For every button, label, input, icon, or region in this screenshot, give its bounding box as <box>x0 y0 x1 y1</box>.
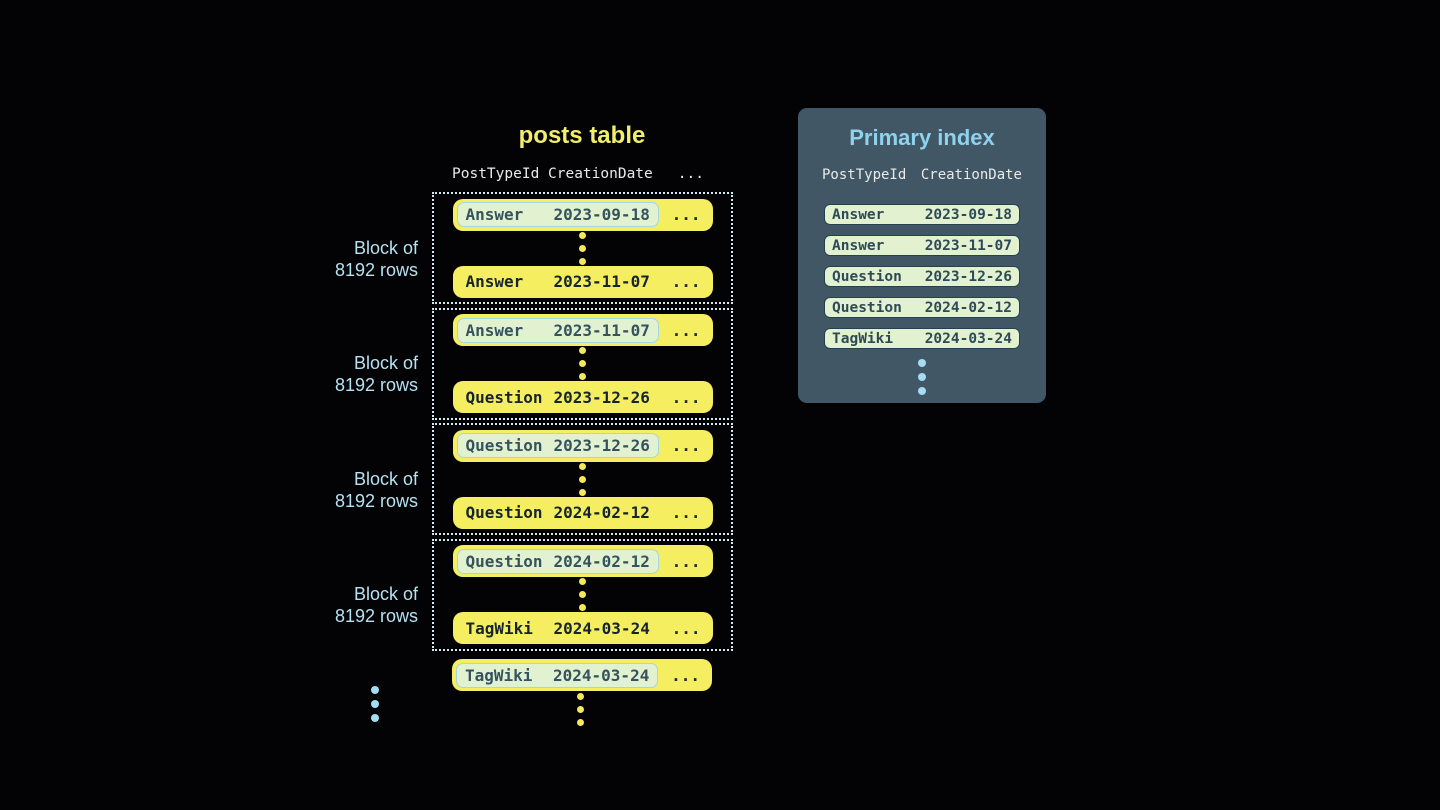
entry-posttypeid: Answer <box>832 237 885 254</box>
row-posttypeid: Answer <box>465 205 524 224</box>
block-label-line1: Block of <box>353 353 418 373</box>
posts-table-blocks: Answer 2023-09-18 ... Answer 2023-11-07 … <box>432 192 733 654</box>
block-label: Block of 8192 rows <box>300 238 418 281</box>
row-creationdate: 2024-02-12 <box>553 551 650 571</box>
row-creationdate: 2024-02-12 <box>553 503 650 522</box>
block-label-line2: 8192 rows <box>334 374 418 395</box>
row-creationdate: 2024-03-24 <box>553 665 650 685</box>
block-label-line2: 8192 rows <box>334 259 418 280</box>
row-values: Question 2024-02-12 <box>457 500 659 525</box>
block-3: Question 2023-12-26 ... Question 2024-02… <box>432 423 733 535</box>
primary-index-column-headers: PostTypeId CreationDate <box>822 167 1022 183</box>
row-values: Question 2023-12-26 <box>457 385 659 410</box>
row-posttypeid: Question <box>465 503 543 522</box>
vertical-ellipsis-icon <box>579 462 586 496</box>
row-posttypeid: Answer <box>465 320 524 340</box>
primary-index-title: Primary index <box>849 125 995 150</box>
posts-table-title: posts table <box>518 122 646 149</box>
vertical-ellipsis-icon <box>579 231 586 265</box>
indexed-values-highlight: Answer 2023-11-07 <box>456 317 659 343</box>
column-header-posttypeid: PostTypeId <box>452 166 540 182</box>
row-ellipsis: ... <box>671 551 701 571</box>
primary-index-panel: Primary index PostTypeId CreationDate An… <box>798 108 1046 403</box>
entry-creationdate: 2024-02-12 <box>924 299 1012 316</box>
column-header-creationdate: CreationDate <box>920 167 1022 183</box>
row-creationdate: 2024-03-24 <box>553 618 650 638</box>
row-posttypeid: Question <box>465 436 543 455</box>
column-header-ellipsis: ... <box>677 166 704 182</box>
row-values: Answer 2023-11-07 <box>457 269 659 294</box>
row-ellipsis: ... <box>671 387 701 407</box>
primary-index-entries: Answer 2023-09-18 Answer 2023-11-07 Ques… <box>798 204 1046 349</box>
row-creationdate: 2023-12-26 <box>553 387 650 407</box>
block-label-line2: 8192 rows <box>334 605 418 626</box>
vertical-ellipsis-icon <box>579 347 586 380</box>
indexed-values-highlight: Question 2024-02-12 <box>456 548 659 574</box>
indexed-values-highlight: Question 2023-12-26 <box>456 433 659 458</box>
row-creationdate: 2023-11-07 <box>553 272 650 291</box>
posts-table-column-headers: PostTypeId CreationDate ... <box>452 166 712 182</box>
table-row: Answer 2023-09-18 ... <box>452 198 713 231</box>
vertical-ellipsis-icon <box>577 693 584 726</box>
vertical-ellipsis-icon <box>579 578 586 611</box>
row-ellipsis: ... <box>671 436 701 455</box>
block-label: Block of 8192 rows <box>300 353 418 396</box>
block-1: Answer 2023-09-18 ... Answer 2023-11-07 … <box>432 192 733 304</box>
block-label-line1: Block of <box>353 469 418 489</box>
row-creationdate: 2023-12-26 <box>553 436 650 455</box>
entry-creationdate: 2023-09-18 <box>924 206 1012 223</box>
row-creationdate: 2023-11-07 <box>553 320 650 340</box>
table-row: Question 2024-02-12 ... <box>452 545 713 577</box>
row-ellipsis: ... <box>671 320 701 340</box>
column-header-posttypeid: PostTypeId <box>822 167 907 183</box>
table-row: TagWiki 2024-03-24 ... <box>452 659 712 691</box>
block-label-line1: Block of <box>353 238 418 258</box>
row-ellipsis: ... <box>671 205 701 224</box>
entry-creationdate: 2024-03-24 <box>924 330 1012 347</box>
row-posttypeid: TagWiki <box>465 665 533 685</box>
block-label-line2: 8192 rows <box>334 490 418 511</box>
row-values: TagWiki 2024-03-24 <box>457 616 659 641</box>
row-posttypeid: Answer <box>465 272 524 291</box>
block-4: Question 2024-02-12 ... TagWiki 2024-03-… <box>432 538 733 651</box>
index-entry: Question 2024-02-12 <box>824 297 1020 318</box>
row-posttypeid: Question <box>465 551 543 571</box>
table-row: Question 2023-12-26 ... <box>452 381 713 413</box>
row-posttypeid: TagWiki <box>465 618 533 638</box>
row-ellipsis: ... <box>671 618 701 638</box>
index-entry: Answer 2023-09-18 <box>824 204 1020 225</box>
entry-posttypeid: TagWiki <box>832 330 894 347</box>
table-row: Answer 2023-11-07 ... <box>452 314 713 346</box>
table-row: Question 2024-02-12 ... <box>452 496 713 529</box>
index-entry: TagWiki 2024-03-24 <box>824 328 1020 349</box>
block-label: Block of 8192 rows <box>300 469 418 512</box>
row-posttypeid: Question <box>465 387 543 407</box>
indexed-values-highlight: TagWiki 2024-03-24 <box>456 662 659 688</box>
table-row: TagWiki 2024-03-24 ... <box>452 612 713 644</box>
vertical-ellipsis-icon <box>798 359 1046 395</box>
row-ellipsis: ... <box>671 665 700 685</box>
indexed-values-highlight: Answer 2023-09-18 <box>456 202 659 227</box>
entry-posttypeid: Answer <box>832 206 885 223</box>
block-2: Answer 2023-11-07 ... Question 2023-12-2… <box>432 307 733 420</box>
entry-posttypeid: Question <box>832 299 902 316</box>
block-label-line1: Block of <box>353 584 418 604</box>
entry-creationdate: 2023-11-07 <box>924 237 1012 254</box>
row-ellipsis: ... <box>671 272 701 291</box>
table-row: Answer 2023-11-07 ... <box>452 265 713 298</box>
row-ellipsis: ... <box>671 503 701 522</box>
entry-posttypeid: Question <box>832 268 902 285</box>
block-label: Block of 8192 rows <box>300 584 418 627</box>
index-entry: Answer 2023-11-07 <box>824 235 1020 256</box>
row-creationdate: 2023-09-18 <box>553 205 650 224</box>
index-entry: Question 2023-12-26 <box>824 266 1020 287</box>
column-header-creationdate: CreationDate <box>548 166 653 182</box>
table-row: Question 2023-12-26 ... <box>452 429 713 462</box>
vertical-ellipsis-icon <box>371 686 379 722</box>
entry-creationdate: 2023-12-26 <box>924 268 1012 285</box>
